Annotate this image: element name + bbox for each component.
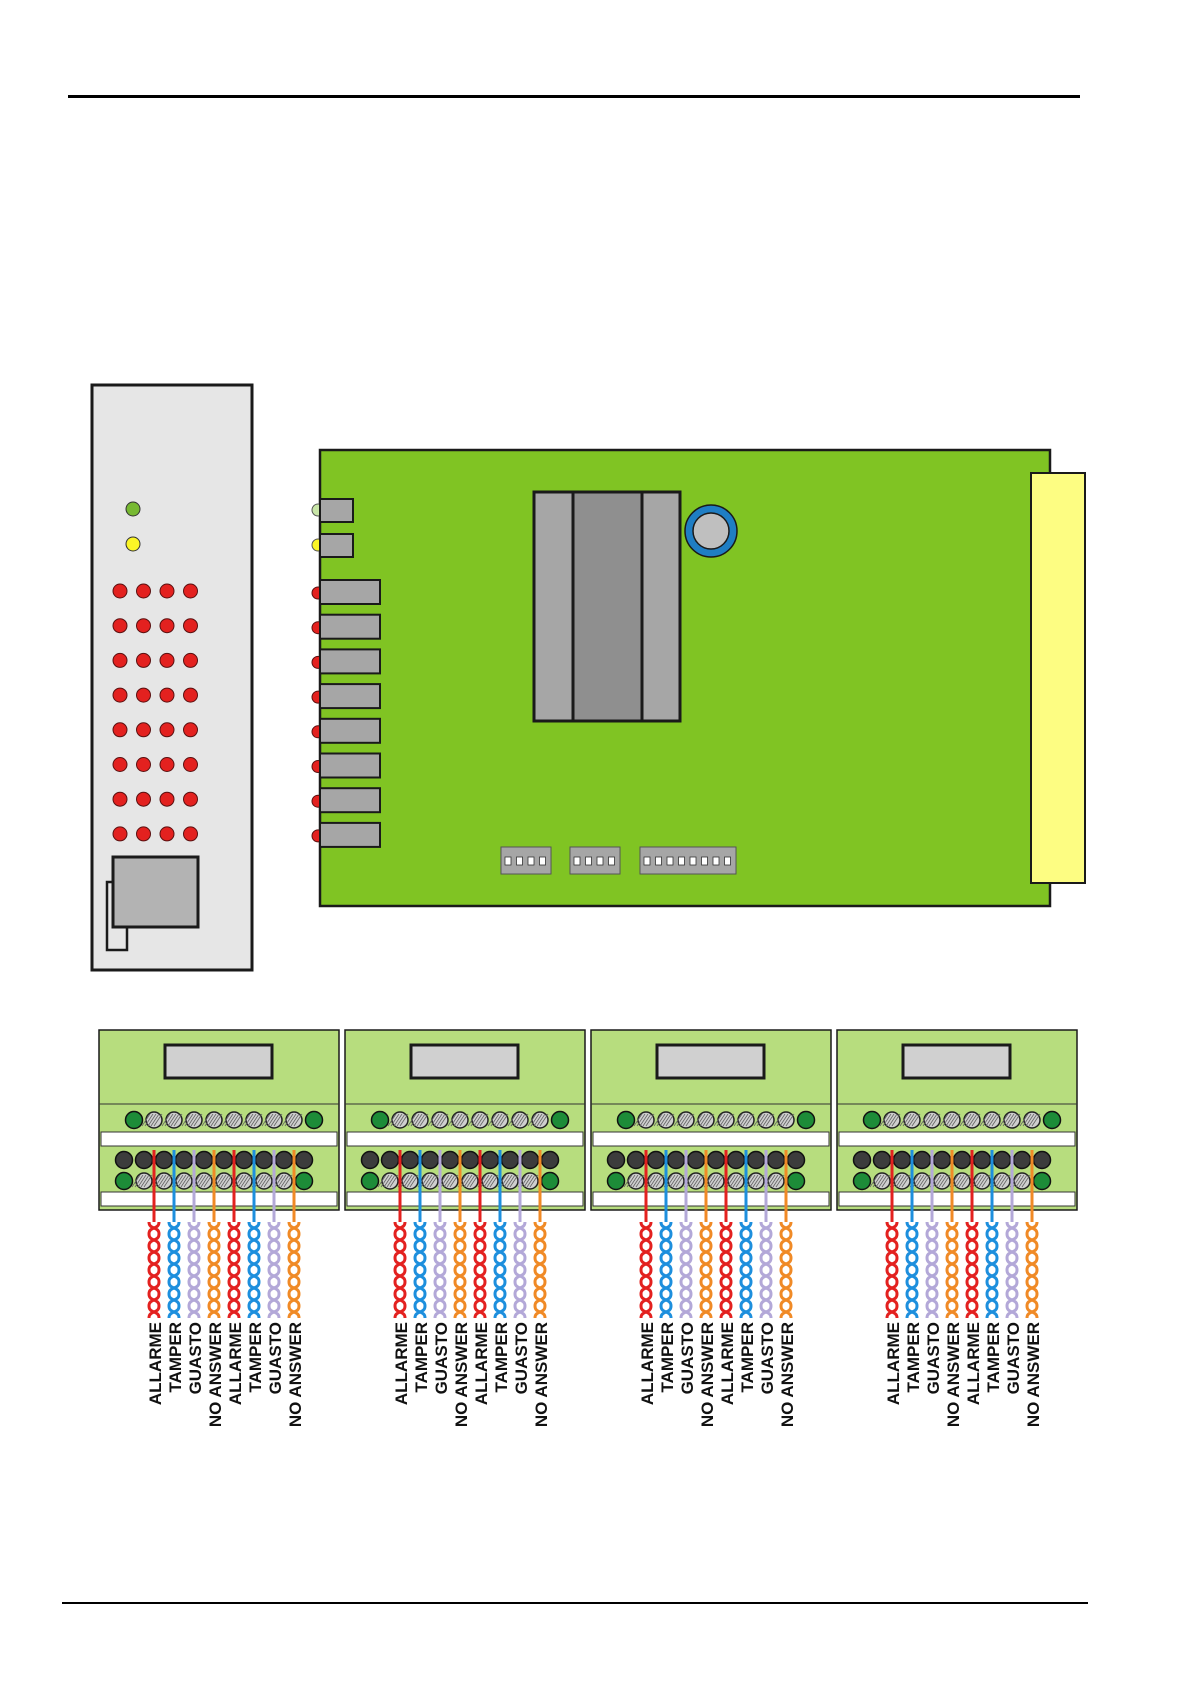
alarm-led	[137, 723, 151, 737]
module-label-window	[165, 1045, 272, 1078]
relay	[320, 649, 380, 673]
relay	[320, 754, 380, 778]
wire-label: GUASTO	[186, 1322, 205, 1394]
alarm-led	[160, 653, 174, 667]
wire-label: ALLARME	[884, 1322, 903, 1405]
wire-label: TAMPER	[246, 1322, 265, 1393]
capacitor	[685, 505, 737, 557]
alarm-led	[113, 619, 127, 633]
wire-label: TAMPER	[658, 1322, 677, 1393]
alarm-led	[137, 827, 151, 841]
alarm-led	[160, 758, 174, 772]
alarm-led	[137, 584, 151, 598]
dip-switch	[570, 847, 620, 874]
alarm-led	[113, 758, 127, 772]
alarm-led	[184, 584, 198, 598]
alarm-led	[113, 584, 127, 598]
dip-switch	[640, 847, 736, 874]
alarm-led	[137, 653, 151, 667]
status-led-yellow	[126, 537, 140, 551]
wire-label: GUASTO	[924, 1322, 943, 1394]
terminal-modules: ALLARMETAMPERGUASTONO ANSWERALLARMETAMPE…	[99, 1030, 1077, 1427]
alarm-led	[160, 688, 174, 702]
wire-label: TAMPER	[166, 1322, 185, 1393]
wire-label: GUASTO	[432, 1322, 451, 1394]
wire-label: TAMPER	[904, 1322, 923, 1393]
wire-label: GUASTO	[266, 1322, 285, 1394]
alarm-led	[184, 688, 198, 702]
wire-label: TAMPER	[492, 1322, 511, 1393]
alarm-led	[113, 792, 127, 806]
wire-label: NO ANSWER	[778, 1322, 797, 1427]
alarm-led	[184, 723, 198, 737]
alarm-led	[137, 758, 151, 772]
relay	[320, 788, 380, 812]
alarm-led	[160, 723, 174, 737]
wire-label: NO ANSWER	[532, 1322, 551, 1427]
alarm-led	[137, 688, 151, 702]
alarm-led	[113, 688, 127, 702]
module-label-window	[903, 1045, 1010, 1078]
wire-label: ALLARME	[146, 1322, 165, 1405]
wire-label: TAMPER	[738, 1322, 757, 1393]
wire-label: GUASTO	[758, 1322, 777, 1394]
relay	[320, 719, 380, 743]
wire-label: ALLARME	[392, 1322, 411, 1405]
main-board	[312, 450, 1085, 906]
alarm-led	[113, 653, 127, 667]
wire-label: GUASTO	[1004, 1322, 1023, 1394]
alarm-led	[184, 619, 198, 633]
alarm-led	[113, 827, 127, 841]
alarm-led	[137, 619, 151, 633]
wire-label: ALLARME	[718, 1322, 737, 1405]
module-label-window	[411, 1045, 518, 1078]
wire-label: ALLARME	[226, 1322, 245, 1405]
alarm-led	[160, 792, 174, 806]
wire-label: NO ANSWER	[206, 1322, 225, 1427]
relay	[320, 823, 380, 847]
alarm-led	[160, 827, 174, 841]
terminal-module: ALLARMETAMPERGUASTONO ANSWERALLARMETAMPE…	[837, 1030, 1077, 1427]
wire-label: ALLARME	[472, 1322, 491, 1405]
wire-label: GUASTO	[512, 1322, 531, 1394]
relay	[320, 580, 380, 604]
alarm-led	[160, 619, 174, 633]
processor-chip	[534, 492, 680, 721]
alarm-led	[184, 792, 198, 806]
status-led-green	[126, 502, 140, 516]
wire-label: TAMPER	[412, 1322, 431, 1393]
relay	[320, 615, 380, 639]
alarm-led	[160, 584, 174, 598]
module-label-window	[657, 1045, 764, 1078]
edge-connector	[1031, 473, 1085, 883]
alarm-led	[184, 827, 198, 841]
dip-switch	[501, 847, 551, 874]
alarm-led	[137, 792, 151, 806]
front-panel	[92, 385, 252, 970]
relay	[320, 684, 380, 708]
wire-label: NO ANSWER	[1024, 1322, 1043, 1427]
alarm-led	[184, 653, 198, 667]
wire-label: NO ANSWER	[944, 1322, 963, 1427]
alarm-led	[184, 758, 198, 772]
alarm-led	[113, 723, 127, 737]
wire-label: ALLARME	[638, 1322, 657, 1405]
wire-label: NO ANSWER	[452, 1322, 471, 1427]
wire-label: GUASTO	[678, 1322, 697, 1394]
dip-switch-banks	[501, 847, 736, 874]
wire-label: ALLARME	[964, 1322, 983, 1405]
wire-label: NO ANSWER	[286, 1322, 305, 1427]
wire-label: NO ANSWER	[698, 1322, 717, 1427]
wire-label: TAMPER	[984, 1322, 1003, 1393]
